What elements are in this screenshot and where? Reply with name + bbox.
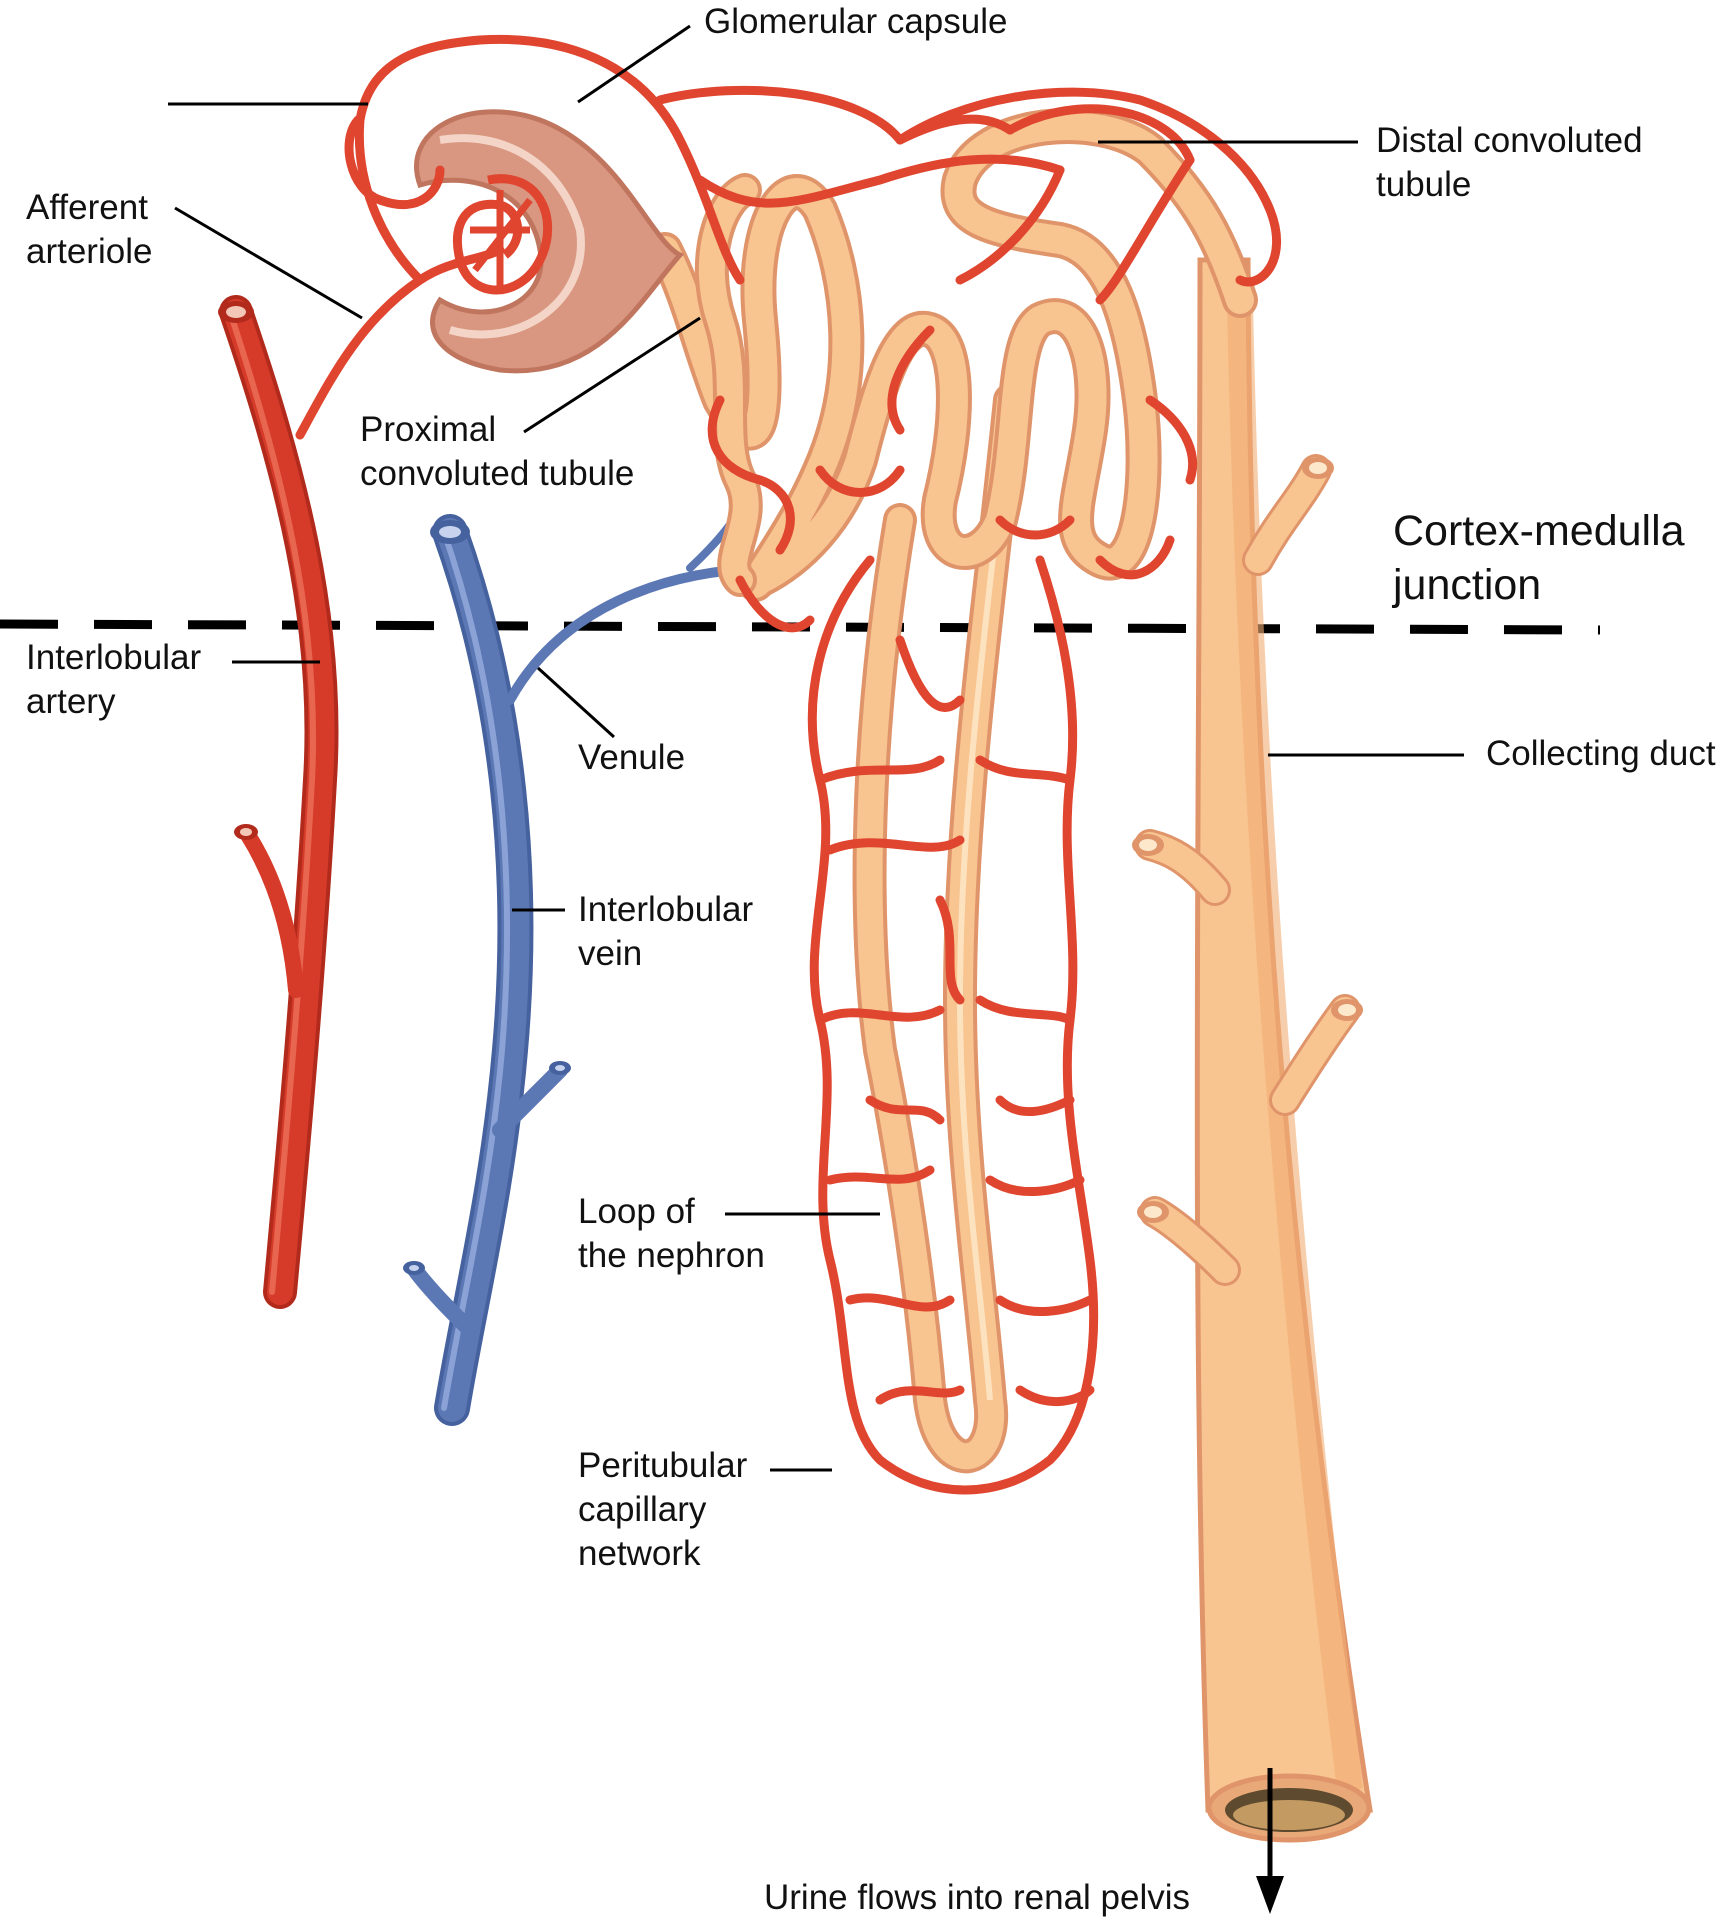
proximal-convoluted-tubule-label: Proximal convoluted tubule [360, 410, 635, 493]
collecting-duct-vessel [1132, 257, 1373, 1843]
convoluted-tubules [647, 108, 1258, 602]
interlobular-artery-label: Interlobular artery [26, 638, 202, 721]
distal-convoluted-tubule-label: Distal convoluted tubule [1376, 121, 1643, 204]
glomerular-capsule-label: Glomerular capsule [704, 2, 1008, 41]
peritubular-capillaries [295, 34, 1281, 1495]
loop-of-the-nephron-tubule [852, 383, 1027, 1474]
afferent-arteriole-label: Afferent arteriole [26, 188, 153, 271]
venule-label: Venule [578, 738, 686, 777]
urine-flow-arrow [1256, 1768, 1284, 1914]
urine-flow-label: Urine flows into renal pelvis [764, 1878, 1191, 1917]
collecting-duct-label: Collecting duct [1486, 734, 1716, 773]
loop-of-the-nephron-label: Loop of the nephron [578, 1192, 765, 1275]
interlobular-vein-label: Interlobular vein [578, 890, 754, 973]
peritubular-capillary-network-label: Peritubular capillary network [578, 1446, 748, 1573]
leader-lines [168, 24, 1464, 1472]
cortex-medulla-junction-label: Cortex-medulla junction [1393, 507, 1685, 609]
glomerular-capsule-shape [414, 109, 685, 374]
interlobular-artery-vessel [218, 295, 339, 1309]
